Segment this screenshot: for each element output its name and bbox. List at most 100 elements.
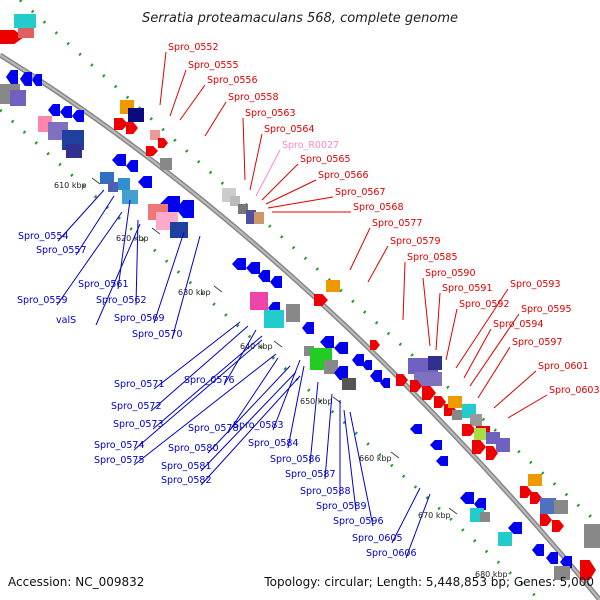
reverse-gene-arrow (362, 360, 372, 370)
leader-line (159, 51, 167, 106)
gene-block (230, 196, 240, 206)
accession-text: Accession: NC_009832 (8, 575, 144, 589)
gene-label: Spro_R0027 (282, 140, 339, 151)
forward-gene-arrow (520, 486, 532, 498)
forward-gene-arrow (158, 138, 168, 148)
gene-label: Spro_0574 (94, 440, 145, 451)
gene-label: Spro_0581 (161, 461, 212, 472)
gene-label: Spro_0606 (366, 548, 417, 559)
gene-block (100, 172, 114, 184)
gene-block (480, 512, 490, 522)
forward-gene-arrow (370, 340, 380, 350)
forward-gene-arrow (422, 386, 436, 400)
gene-label: Spro_0567 (335, 187, 386, 198)
gene-label: Spro_0564 (264, 124, 315, 135)
leader-line (349, 227, 371, 271)
gene-block (470, 414, 482, 426)
label-leader-lines (56, 51, 548, 559)
leader-line (445, 308, 458, 361)
map-title: Serratia proteamaculans 568, complete ge… (142, 11, 458, 26)
gene-label: Spro_0569 (114, 313, 165, 324)
forward-gene-arrow (552, 520, 564, 532)
gene-label: Spro_0555 (188, 60, 239, 71)
gene-label: Spro_0565 (300, 154, 351, 165)
leader-line (152, 335, 263, 430)
gene-block (286, 304, 300, 322)
gene-block (554, 500, 568, 514)
gene-block (238, 204, 248, 214)
leader-line (469, 313, 520, 387)
gene-label: Spro_0589 (316, 501, 367, 512)
gene-block (342, 378, 356, 390)
reverse-gene-arrow (72, 110, 84, 122)
gene-block (118, 178, 130, 190)
gene-label: Spro_0568 (353, 202, 404, 213)
kbp-tick-label: 620 kbp (116, 234, 149, 243)
leader-line (422, 277, 431, 347)
gene-label: Spro_0585 (407, 252, 458, 263)
leader-line (507, 394, 548, 419)
leader-line (179, 84, 206, 121)
leader-line (227, 357, 279, 434)
forward-gene-arrow (434, 396, 446, 408)
leader-line (200, 371, 297, 472)
gene-block (18, 28, 34, 38)
gene-label: Spro_0561 (78, 279, 129, 290)
gene-label: Spro_0582 (161, 475, 212, 486)
gene-block (540, 498, 556, 514)
gene-block (170, 222, 188, 238)
reverse-gene-arrow (48, 104, 60, 116)
reverse-gene-arrow (138, 176, 152, 188)
gene-label: Spro_0596 (333, 516, 384, 527)
reverse-gene-arrow (246, 262, 260, 274)
leader-line (153, 231, 185, 324)
gene-block (264, 310, 284, 328)
reverse-gene-arrow (232, 258, 246, 270)
gene-label: Spro_0556 (207, 75, 258, 86)
leader-line (309, 381, 319, 465)
leader-line (150, 325, 249, 412)
leader-line (405, 493, 431, 559)
gene-label: Spro_0559 (17, 295, 68, 306)
reverse-gene-arrow (270, 276, 282, 288)
leader-line (223, 329, 257, 386)
leader-line (153, 321, 241, 390)
gene-block (496, 438, 510, 452)
leader-line (343, 409, 357, 512)
gene-block (324, 360, 338, 374)
gene-block (452, 410, 462, 420)
gene-block (108, 182, 118, 192)
gene-label: Spro_0605 (352, 533, 403, 544)
gene-label: Spro_0552 (168, 42, 219, 53)
reverse-gene-arrow (176, 200, 194, 218)
kbp-tick-label: 680 kbp (475, 570, 508, 579)
leader-line (463, 328, 492, 379)
kbp-tick-label: 670 kbp (418, 511, 451, 520)
gene-label: Spro_0573 (113, 419, 164, 430)
gene-label: valS (56, 315, 76, 326)
gene-label: Spro_0595 (521, 304, 572, 315)
gene-label: Spro_0558 (228, 92, 279, 103)
gene-label: Spro_0597 (512, 337, 563, 348)
gene-label: Spro_0571 (114, 379, 165, 390)
reverse-gene-arrow (112, 154, 126, 166)
forward-gene-arrow (486, 446, 498, 460)
gene-label: Spro_0570 (132, 329, 183, 340)
gene-label: Spro_0584 (248, 438, 299, 449)
gene-label: Spro_0554 (18, 231, 69, 242)
gene-label: Spro_0575 (94, 455, 145, 466)
leader-line (57, 189, 105, 242)
forward-gene-arrow (314, 294, 328, 306)
leader-line (204, 101, 227, 137)
gene-label: Spro_0594 (493, 319, 544, 330)
leader-line (242, 117, 246, 181)
reverse-gene-arrow (6, 70, 18, 84)
kbp-tick-label: 660 kbp (359, 454, 392, 463)
leader-line (391, 487, 421, 544)
gene-label: Spro_0566 (318, 170, 369, 181)
reverse-gene-arrow (352, 354, 364, 366)
forward-gene-arrow (410, 380, 422, 392)
leader-line (171, 235, 201, 340)
kbp-tick-label: 630 kbp (178, 288, 211, 297)
